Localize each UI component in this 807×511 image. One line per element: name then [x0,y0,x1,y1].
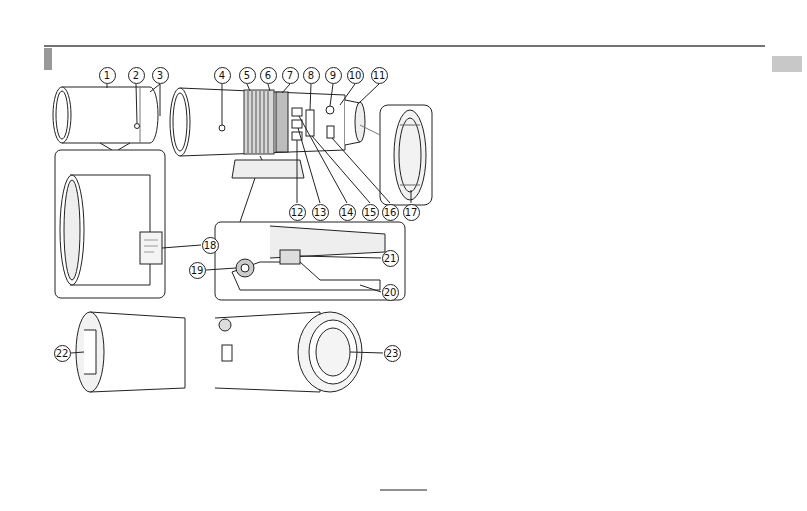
callout-number: 13 [312,204,329,221]
callout-number: 2 [128,67,145,84]
callout-number: 22 [54,345,71,362]
callout-number: 1 [99,67,116,84]
callout-number: 4 [214,67,231,84]
callout-number: 3 [152,67,169,84]
callout-number: 18 [202,237,219,254]
callout-number: 15 [362,204,379,221]
callout-number: 17 [403,204,420,221]
callout-number: 16 [382,204,399,221]
callout-number: 23 [384,345,401,362]
callout-number: 11 [371,67,388,84]
callout-number: 8 [303,67,320,84]
callout-number: 10 [347,67,364,84]
callout-number: 19 [189,262,206,279]
callout-number: 12 [289,204,306,221]
callout-number: 14 [339,204,356,221]
callout-number: 21 [382,250,399,267]
callout-number: 5 [239,67,256,84]
callout-number: 20 [382,284,399,301]
callout-number: 6 [260,67,277,84]
callout-number: 9 [325,67,342,84]
callout-number: 7 [282,67,299,84]
